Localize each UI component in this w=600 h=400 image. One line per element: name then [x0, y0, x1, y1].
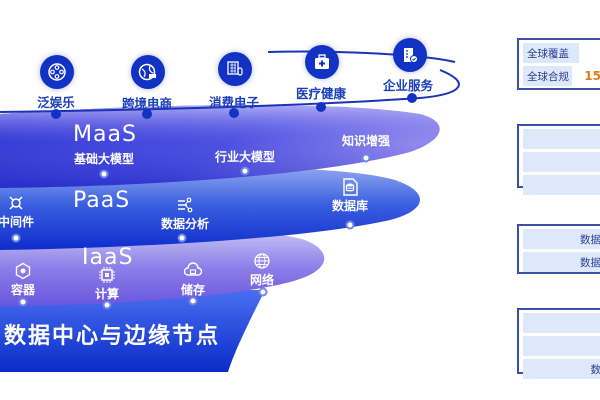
- network-globe-icon: [254, 253, 270, 269]
- database-icon: [343, 178, 358, 196]
- paas-title: PaaS: [73, 188, 131, 213]
- panel-row: [523, 175, 600, 195]
- node-dot: [18, 297, 28, 307]
- enterprise-building-icon: [404, 48, 418, 63]
- paas-node-data-analysis: 数据分析: [161, 196, 209, 232]
- container-icon: [15, 262, 31, 280]
- node-dot: [99, 169, 109, 179]
- industry-enterprise: [390, 38, 430, 72]
- film-reel-icon: [48, 63, 66, 81]
- panel-row-with-value: 全球合规 15: [523, 66, 600, 86]
- industry-healthcare: [302, 45, 342, 79]
- industry-consumer-electronics: [215, 52, 255, 86]
- globe-cart-icon: [138, 63, 156, 81]
- industry-entertainment: [37, 55, 77, 89]
- orbit-dot: [229, 108, 239, 118]
- iaas-node-storage: 储存: [181, 262, 205, 298]
- orbit-dot: [142, 109, 152, 119]
- cloud-storage-icon: [183, 262, 202, 276]
- node-dot: [11, 233, 21, 243]
- node-dot: [258, 287, 268, 297]
- maas-node-knowledge-enhance: 知识增强: [341, 134, 391, 148]
- orbit-dot: [407, 93, 417, 103]
- panel-3: 数据 数据: [517, 224, 600, 274]
- medical-kit-icon: [315, 54, 329, 69]
- panel-row: 全球覆盖: [523, 43, 579, 63]
- iaas-node-compute: 计算: [95, 266, 119, 302]
- panel-row: 数据: [523, 229, 600, 249]
- industry-label: 企业服务: [382, 78, 434, 93]
- paas-node-middleware: 中间件: [0, 194, 34, 230]
- panel-row: [523, 129, 600, 149]
- chip-icon: [98, 267, 115, 283]
- industry-label: 跨境电商: [121, 96, 173, 111]
- maas-node-industry-model: 行业大模型: [214, 150, 276, 164]
- panel-row: 数据: [523, 252, 600, 272]
- industry-ecommerce: [128, 55, 168, 89]
- paas-node-database: 数据库: [332, 178, 368, 214]
- iaas-title: IaaS: [82, 245, 134, 270]
- industry-label: 医疗健康: [295, 86, 347, 101]
- panel-row: [523, 313, 600, 333]
- panel-2: [517, 124, 600, 195]
- middleware-icon: [9, 196, 23, 210]
- base-label: 数据中心与边缘节点: [4, 324, 221, 349]
- panel-row-label: 全球合规: [523, 66, 573, 86]
- maas-node-foundation-model: 基础大模型: [73, 152, 135, 166]
- orbit-dot: [51, 109, 61, 119]
- panel-4: 数: [517, 308, 600, 379]
- device-icon: [227, 61, 243, 76]
- iaas-node-container: 容器: [11, 262, 35, 298]
- panel-row: 数: [523, 359, 600, 379]
- node-dot: [361, 153, 371, 163]
- maas-title: MaaS: [73, 122, 137, 147]
- node-dot: [345, 220, 355, 230]
- compliance-value: 15: [584, 69, 600, 83]
- industry-label: 泛娱乐: [37, 95, 75, 110]
- panel-row: [523, 152, 600, 172]
- node-dot: [240, 166, 250, 176]
- node-dot: [177, 233, 187, 243]
- node-dot: [102, 300, 112, 310]
- panel-global: 全球覆盖 全球合规 15: [517, 38, 600, 90]
- orbit-dot: [316, 102, 326, 112]
- data-analysis-icon: [177, 197, 193, 213]
- iaas-node-network: 网络: [250, 252, 274, 288]
- panel-row: [523, 336, 600, 356]
- industry-label: 消费电子: [208, 95, 260, 110]
- node-dot: [188, 296, 198, 306]
